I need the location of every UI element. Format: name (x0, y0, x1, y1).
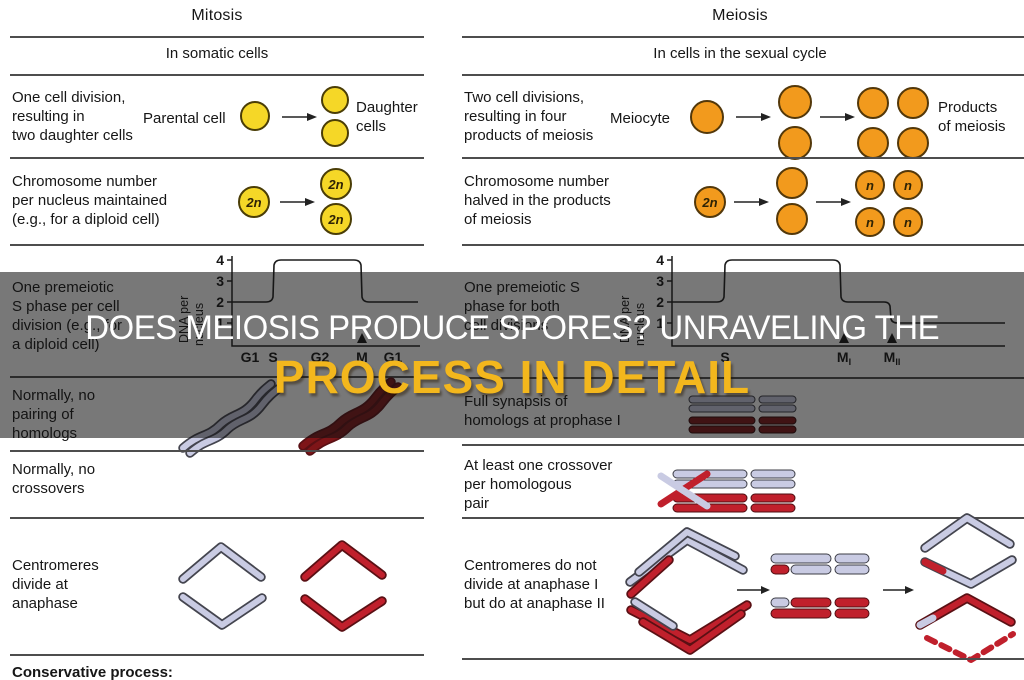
arrow-icon (280, 198, 315, 206)
title-line-1: DOES MEIOSIS PRODUCE SPORES? UNRAVELING … (85, 308, 939, 347)
mitosis-subheader: In somatic cells (165, 45, 269, 62)
mitosis-chromosome-text: Chromosome number per nucleus maintained… (12, 173, 168, 228)
divider (462, 157, 1024, 159)
divider (462, 36, 1024, 38)
parental-cell-label: Parental cell (143, 110, 226, 127)
mitosis-crossover-text: Normally, no crossovers (12, 461, 96, 497)
meiosis-division-text: Two cell divisions, resulting in four pr… (464, 89, 594, 144)
divider (462, 244, 1024, 246)
meiosis-subheader: In cells in the sexual cycle (653, 45, 827, 62)
meiosis-I-product-circle (778, 126, 812, 160)
divider (462, 74, 1024, 76)
products-of-meiosis-label: Products of meiosis (938, 99, 1006, 135)
meiosis-chromosome-text: Chromosome number halved in the products… (464, 173, 611, 228)
title-banner-overlay: DOES MEIOSIS PRODUCE SPORES? UNRAVELING … (0, 272, 1024, 438)
meiosis-product-circle (857, 127, 889, 159)
title-line-2: PROCESS IN DETAIL (273, 350, 751, 403)
ploidy-circle-n: n (855, 207, 885, 237)
meiocyte-label: Meiocyte (610, 110, 671, 127)
arrow-icon (736, 113, 771, 121)
meiosis-crossover-text: At least one crossover per homologous pa… (464, 457, 613, 512)
meiosis-I-product-circle (778, 85, 812, 119)
divider (462, 444, 1024, 446)
mitosis-process-text: Conservative process: (12, 664, 173, 680)
divider (462, 517, 1024, 519)
meiosis-anaphase-image (625, 513, 1017, 663)
svg-text:4: 4 (216, 252, 224, 268)
ploidy-circle-n: n (855, 170, 885, 200)
anaphase-chevrons-image (178, 540, 387, 632)
divider (10, 74, 424, 76)
parental-cell-circle (240, 101, 270, 131)
intermediate-cell-circle (776, 203, 808, 235)
meiosis-product-circle (857, 87, 889, 119)
divider (462, 658, 1024, 660)
svg-text:4: 4 (656, 252, 664, 268)
arrow-icon (282, 113, 317, 121)
ploidy-circle-2n: 2n (320, 168, 352, 200)
mitosis-division-text: One cell division, resulting in two daug… (12, 89, 133, 144)
meiosis-product-circle (897, 87, 929, 119)
ploidy-circle-n: n (893, 170, 923, 200)
mitosis-header: Mitosis (191, 7, 243, 24)
divider (10, 157, 424, 159)
intermediate-cell-circle (776, 167, 808, 199)
divider (10, 517, 424, 519)
meiosis-product-circle (897, 127, 929, 159)
divider (10, 654, 424, 656)
ploidy-circle-2n: 2n (238, 186, 270, 218)
meiocyte-circle (690, 100, 724, 134)
meiosis-centromeres-text: Centromeres do not divide at anaphase I … (464, 557, 605, 612)
daughter-cells-label: Daughter cells (356, 99, 418, 135)
ploidy-circle-2n: 2n (320, 203, 352, 235)
arrow-icon (734, 198, 769, 206)
divider (10, 450, 424, 452)
daughter-cell-circle (321, 119, 349, 147)
meiosis-header: Meiosis (712, 7, 768, 24)
daughter-cell-circle (321, 86, 349, 114)
ploidy-circle-n: n (893, 207, 923, 237)
ploidy-circle-2n: 2n (694, 186, 726, 218)
divider (10, 36, 424, 38)
mitosis-centromeres-text: Centromeres divide at anaphase (12, 557, 99, 612)
divider (10, 244, 424, 246)
arrow-icon (816, 198, 851, 206)
arrow-icon (820, 113, 855, 121)
crossover-image (657, 469, 796, 513)
